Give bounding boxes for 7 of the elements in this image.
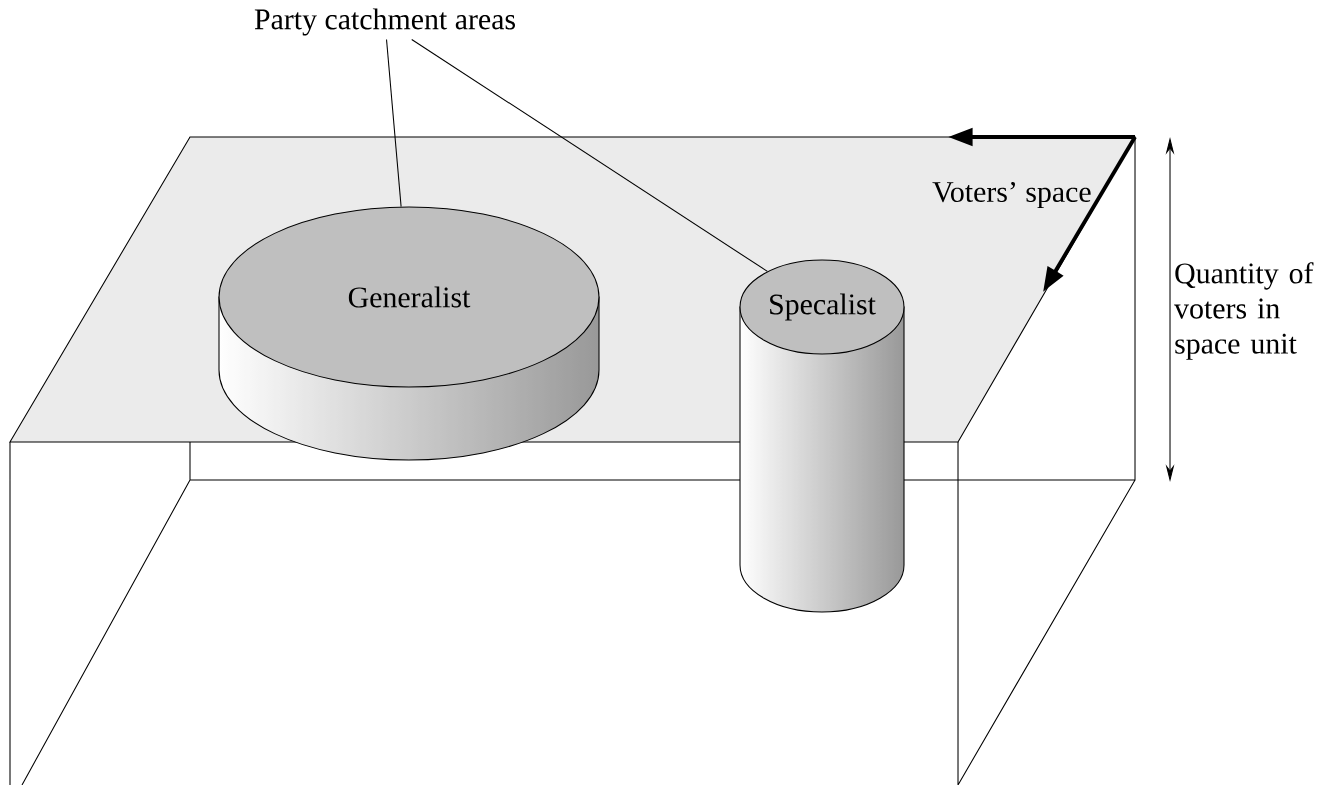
leader-line <box>411 38 768 272</box>
cylinder: Generalist <box>218 206 600 461</box>
label: Quantity of voters in space unit <box>1174 262 1314 360</box>
callout-text: Party catchment areas <box>254 8 515 36</box>
cylinder: Specalist <box>739 259 905 613</box>
leader-line <box>386 38 402 208</box>
label: Voters’ space <box>932 181 1091 209</box>
